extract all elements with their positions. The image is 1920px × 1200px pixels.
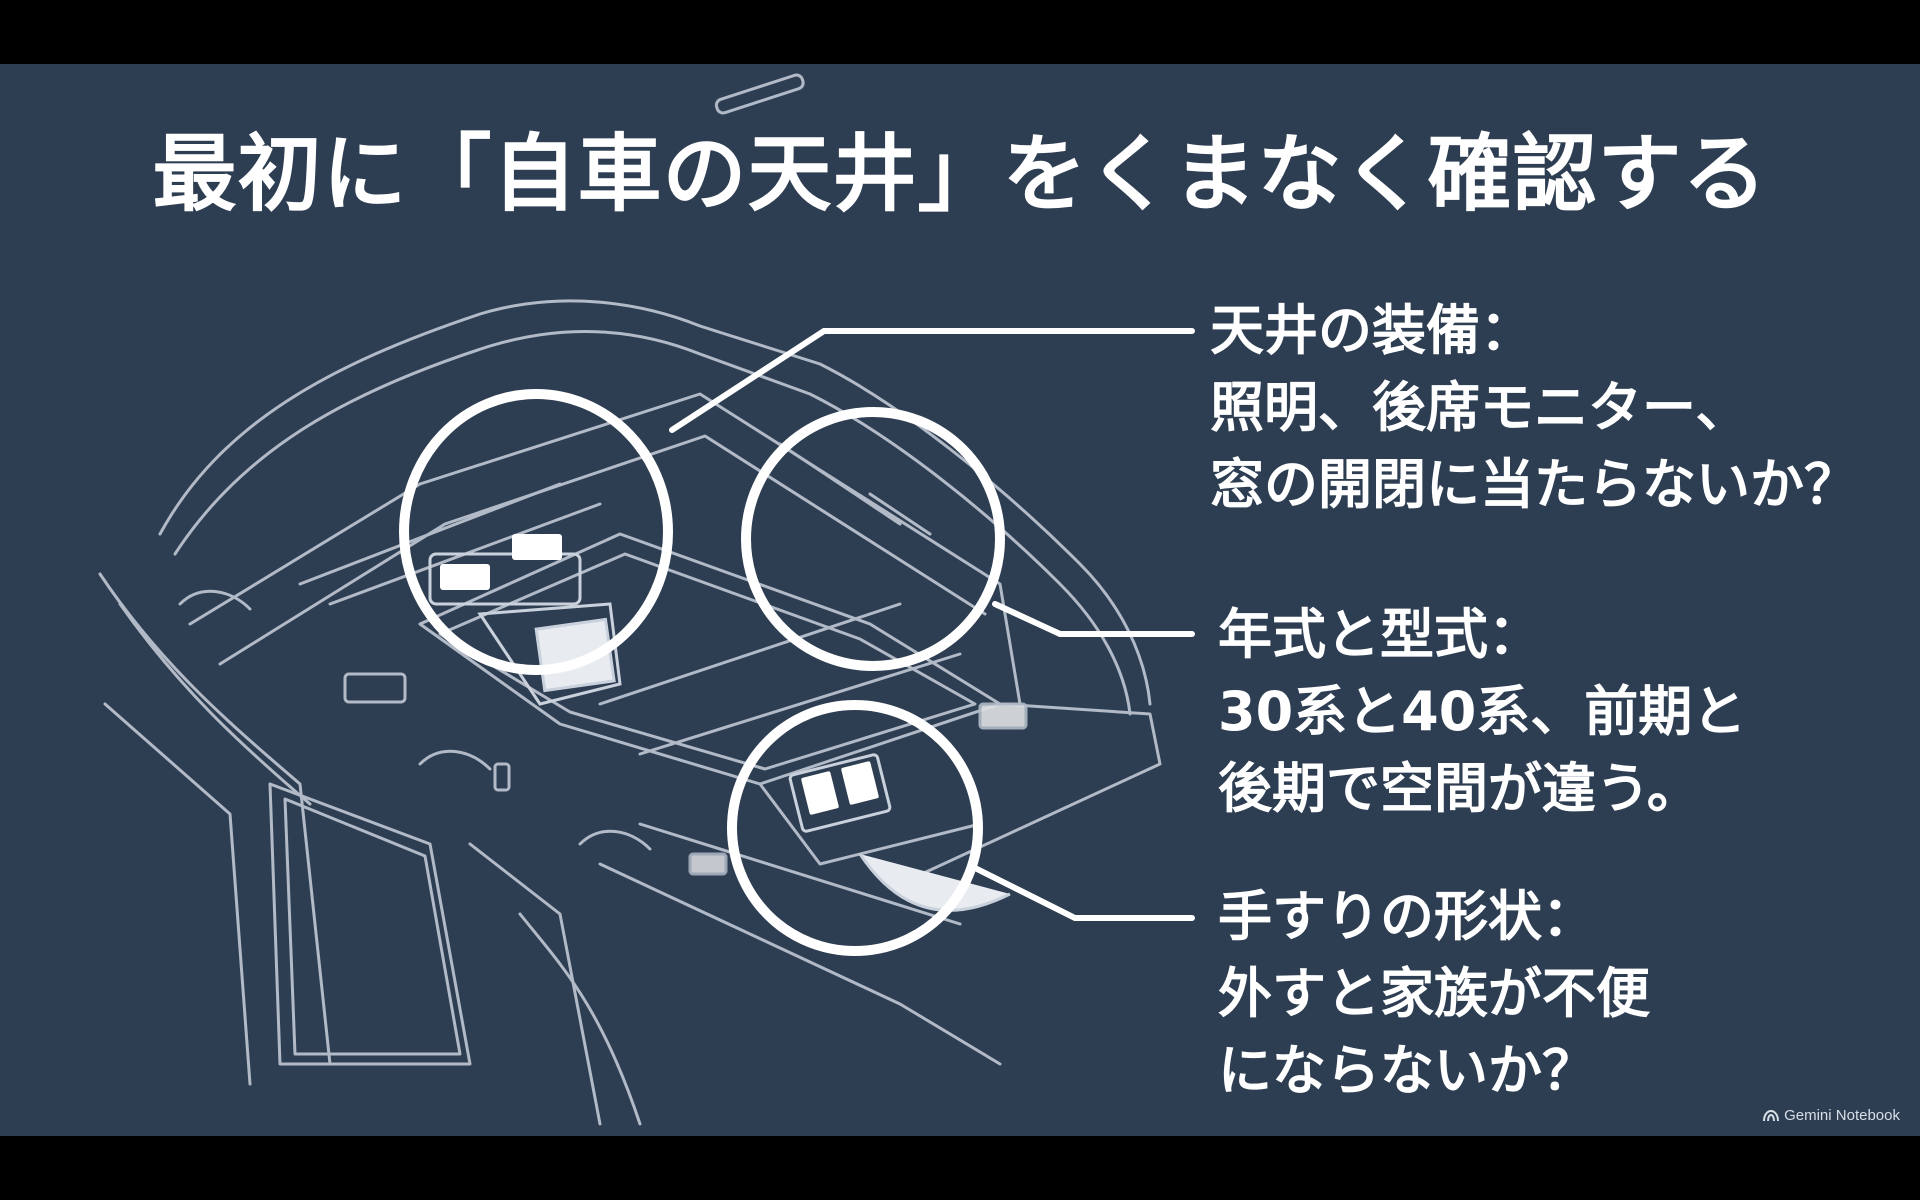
leader-line-handle — [972, 865, 1195, 921]
watermark-text: Gemini Notebook — [1784, 1107, 1900, 1124]
callout-model-year: 年式と型式： 30系と40系、前期と 後期で空間が違う。 — [1218, 596, 1746, 827]
rear-lamp-detail — [788, 753, 1011, 912]
callout-heading: 手すりの形状： — [1218, 885, 1596, 948]
car-outline — [98, 73, 1162, 1126]
callout-line: 30系と40系、前期と — [1218, 680, 1747, 743]
overhead-console-detail — [428, 534, 622, 706]
leader-line-model-year — [992, 601, 1195, 637]
slide: 最初に「自車の天井」をくまなく確認する — [0, 64, 1920, 1136]
callout-line: にならないか？ — [1218, 1039, 1596, 1102]
leader-line-ceiling — [669, 328, 1195, 433]
slide-title: 最初に「自車の天井」をくまなく確認する — [152, 125, 1768, 223]
callout-line: 後期で空間が違う。 — [1218, 757, 1701, 820]
highlight-circle-grab-handle — [727, 700, 983, 956]
notebook-logo-icon — [1763, 1109, 1780, 1121]
callout-handle-shape: 手すりの形状： 外すと家族が不便 にならないか？ — [1218, 878, 1650, 1109]
callout-heading: 年式と型式： — [1218, 603, 1542, 666]
leader-lines — [669, 328, 1195, 921]
callout-heading: 天井の装備： — [1210, 299, 1534, 362]
callout-line: 照明、後席モニター、 — [1210, 376, 1750, 439]
callout-line: 窓の開閉に当たらないか？ — [1210, 453, 1858, 516]
car-roof-illustration — [98, 73, 1195, 1126]
highlight-circle-ceiling-equipment — [399, 389, 673, 675]
callout-line: 外すと家族が不便 — [1218, 962, 1650, 1025]
callout-ceiling-equipment: 天井の装備： 照明、後席モニター、 窓の開閉に当たらないか？ — [1210, 292, 1858, 523]
watermark: Gemini Notebook — [1763, 1107, 1900, 1124]
highlight-circle-roof-rail — [741, 407, 1005, 671]
highlight-circles — [399, 389, 1005, 956]
